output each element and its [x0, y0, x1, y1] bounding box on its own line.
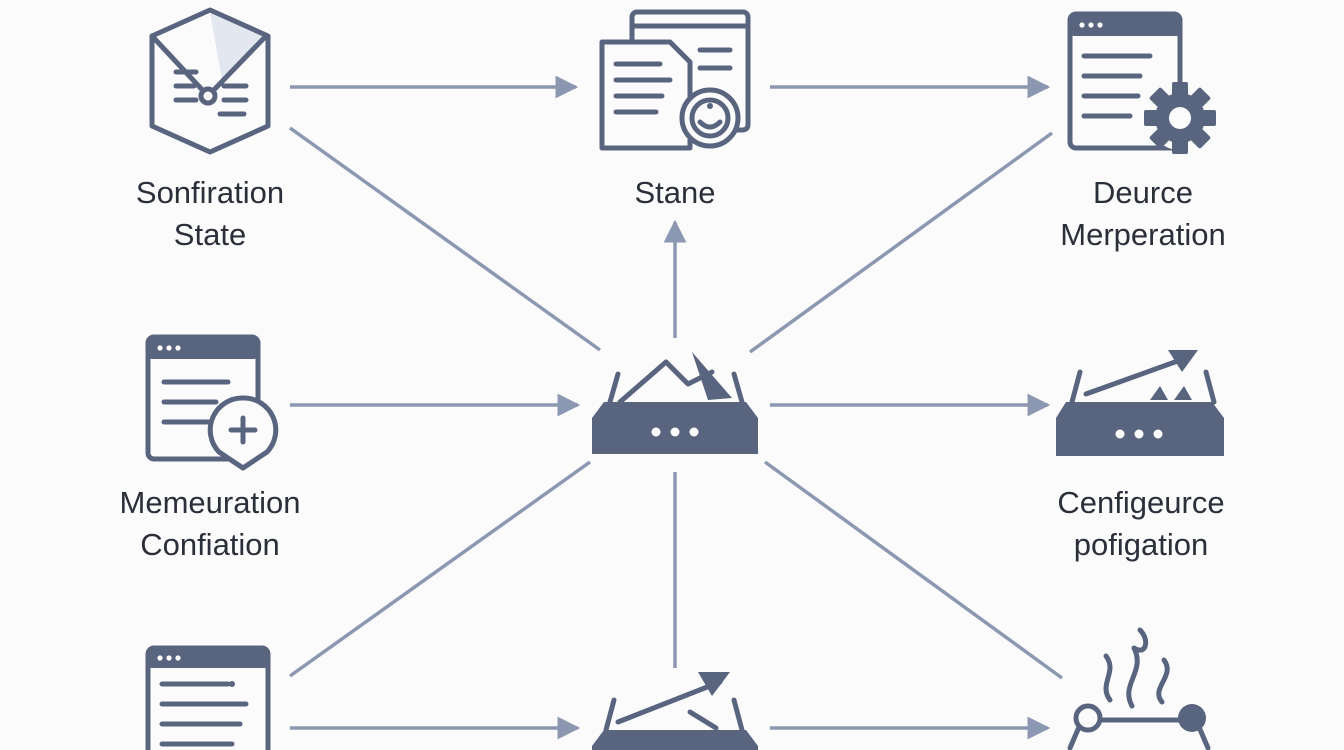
label-top-right-line-1: Deurce [1093, 175, 1193, 210]
edge-center-to-top-right [748, 131, 1054, 354]
window-gear-icon [1067, 11, 1216, 154]
edge-bottom-left-to-center [288, 460, 592, 678]
label-mid-left-line-1: Memeuration [119, 485, 301, 520]
label-top-left: Sonfiration State [136, 172, 284, 256]
tray-arrow-icon [1056, 350, 1224, 456]
label-top-center-line-1: Stane [634, 175, 716, 210]
connectors [288, 75, 1064, 740]
document-node-icon [149, 7, 271, 155]
label-top-left-line-2: State [173, 217, 247, 252]
documents-gear-icon [599, 9, 751, 151]
network-flame-icon [1067, 627, 1211, 750]
tray-arrow-bottom-icon [592, 672, 758, 750]
edge-center-to-bottom-right [763, 460, 1064, 680]
label-mid-left: Memeuration Confiation [120, 482, 301, 566]
label-mid-right-line-1: Cenfigeurce [1057, 485, 1225, 520]
label-mid-right-line-2: pofigation [1073, 527, 1209, 562]
label-top-right: Deurce Merperation [1060, 172, 1225, 256]
edge-top-left-to-center [288, 126, 602, 352]
label-top-left-line-1: Sonfiration [135, 175, 285, 210]
label-mid-left-line-2: Confiation [140, 527, 280, 562]
tray-hub-icon [592, 352, 758, 454]
label-mid-right: Cenfigeurce pofigation [1057, 482, 1224, 566]
label-top-right-line-2: Merperation [1060, 217, 1226, 252]
window-plus-icon [145, 334, 279, 471]
label-top-center: Stane [634, 172, 715, 214]
window-list-icon [145, 645, 271, 750]
